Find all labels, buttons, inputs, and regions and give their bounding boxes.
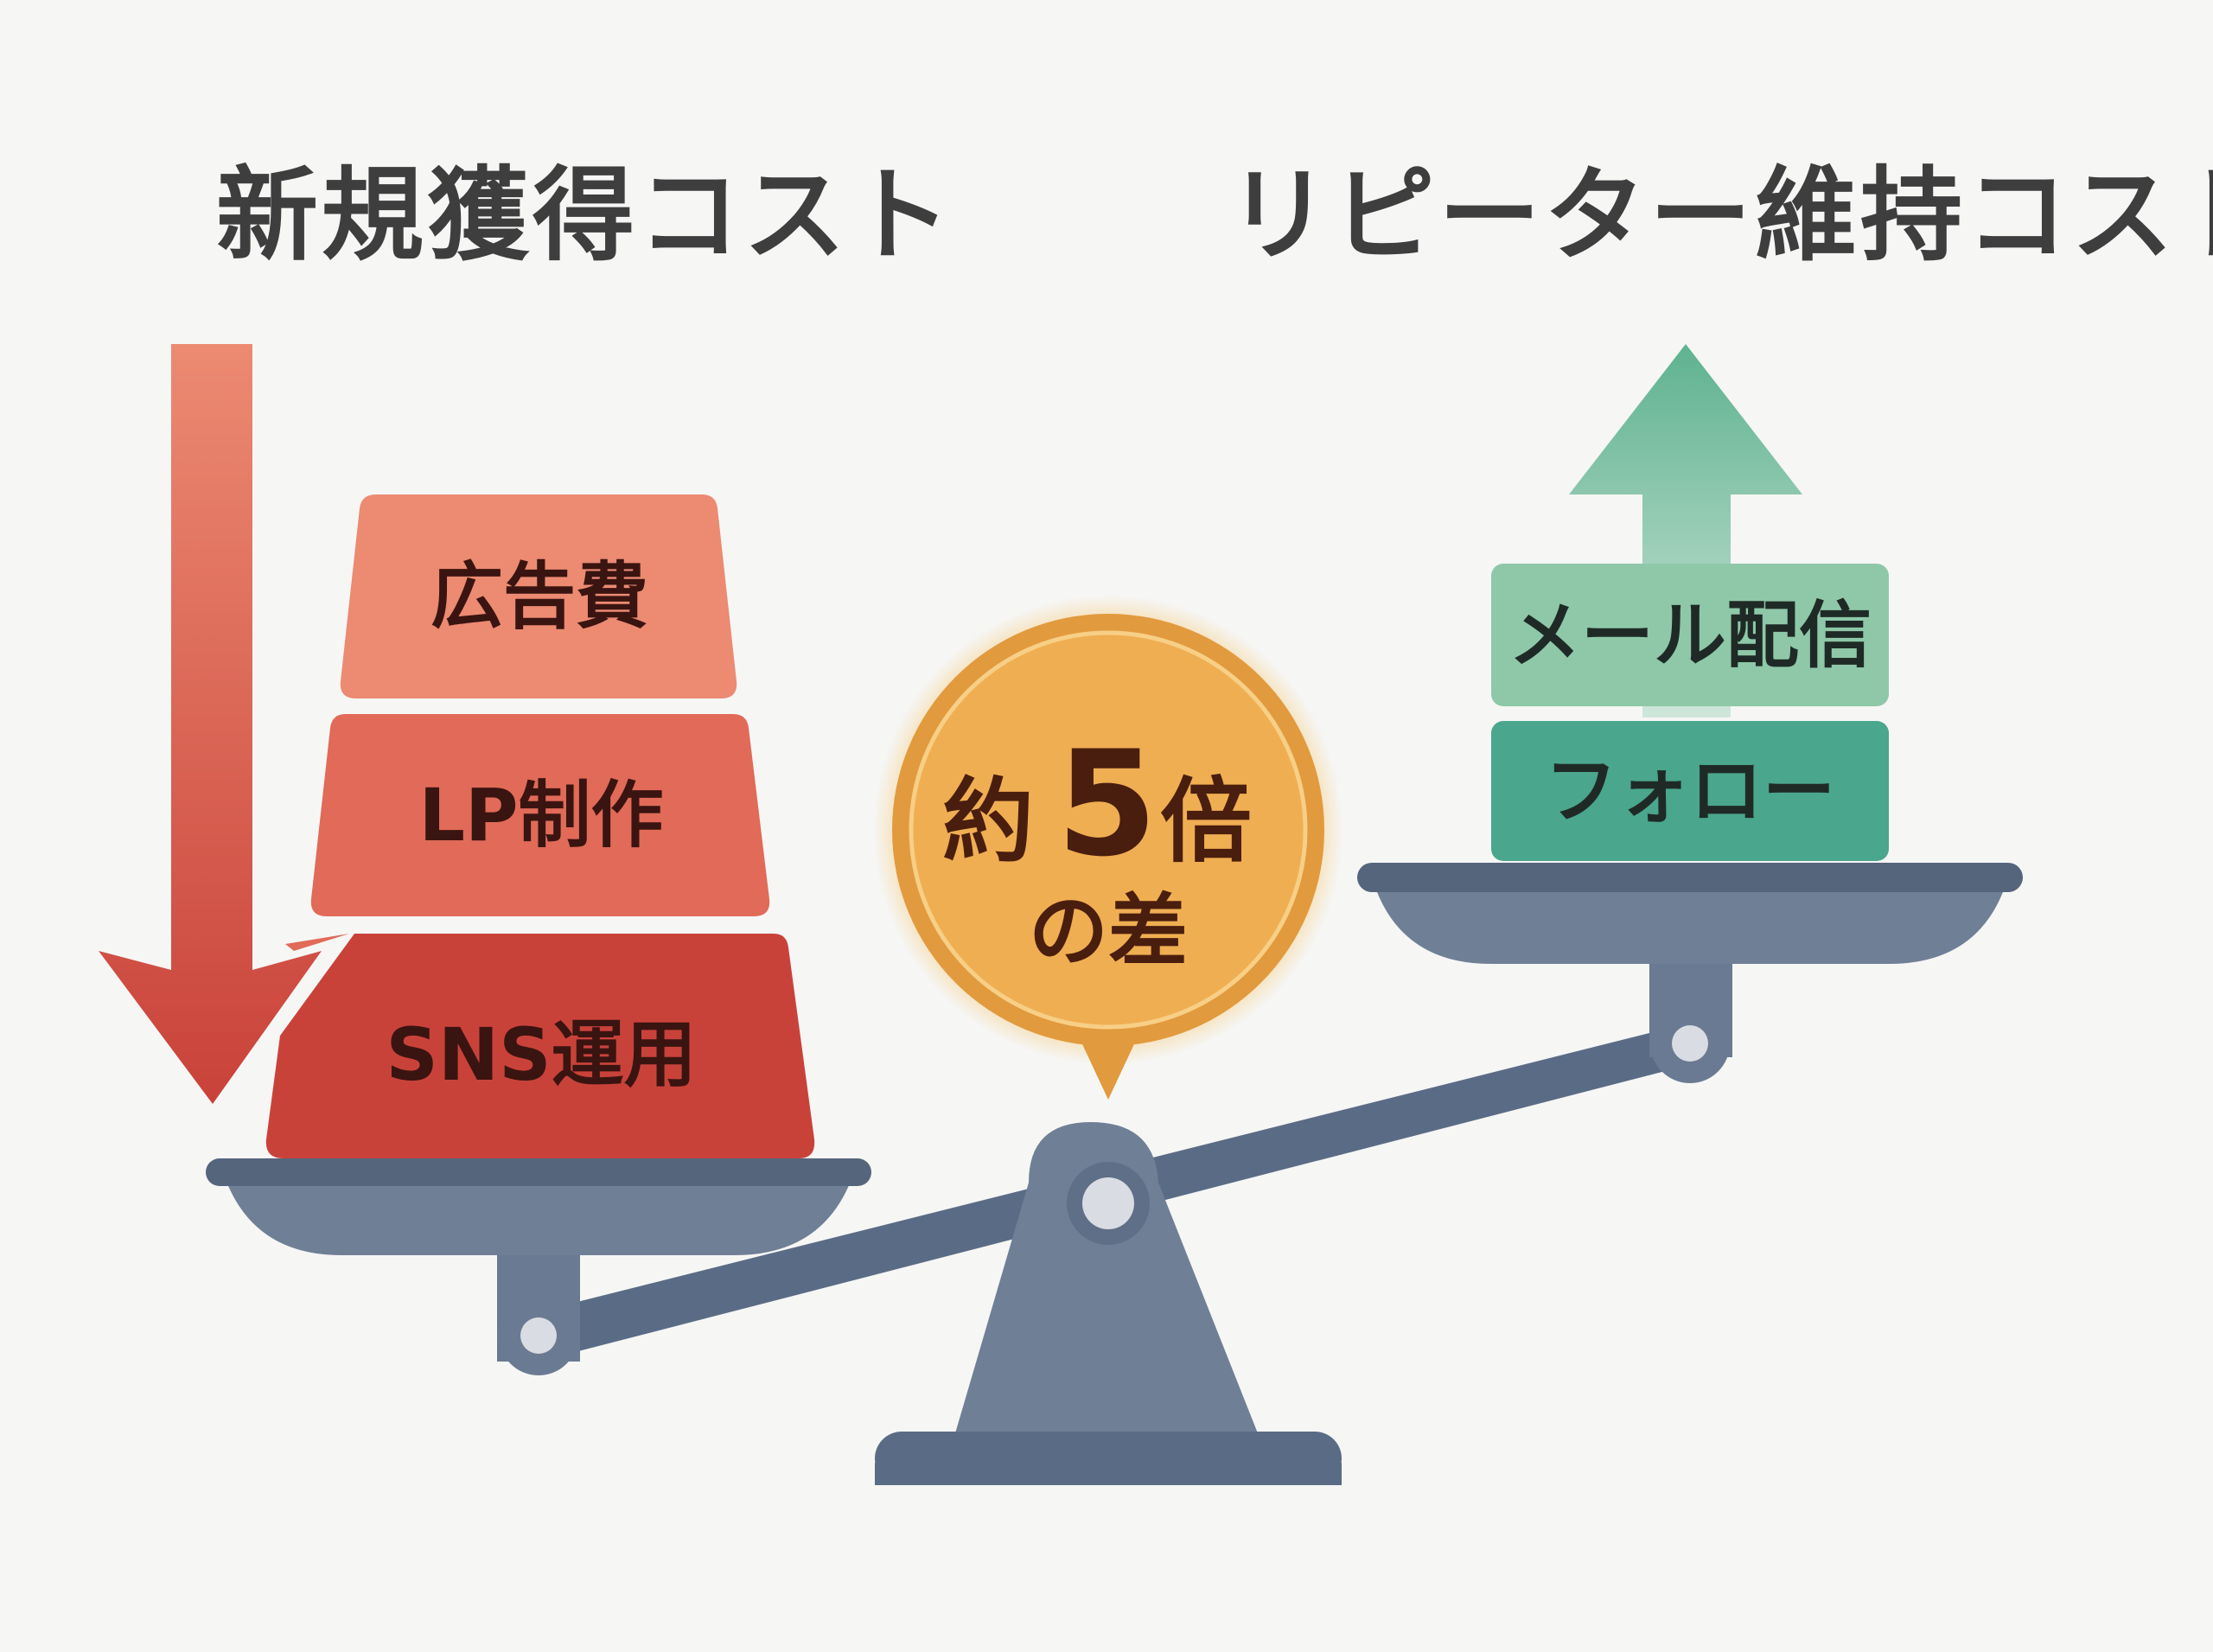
badge-inner xyxy=(909,630,1308,1030)
block-sns-label: SNS運用 xyxy=(386,1012,697,1097)
arrow-up-icon xyxy=(1569,344,1802,718)
scale-base-bottom xyxy=(875,1463,1342,1485)
left-pan-pivot xyxy=(520,1317,557,1354)
block-lp-label: LP制作 xyxy=(418,773,664,858)
block-sns-shape xyxy=(265,934,815,1158)
right-pan-bowl xyxy=(1374,885,2006,964)
badge-suffix: 倍 xyxy=(1160,769,1252,875)
title-new-acquisition-cost: 新規獲得コスト xyxy=(216,156,955,275)
badge-pointer xyxy=(1077,1033,1139,1100)
scale-center-pivot xyxy=(1082,1177,1134,1229)
block-lp-shape xyxy=(310,714,770,916)
left-pan-bowl xyxy=(223,1172,854,1255)
arrow-down-icon xyxy=(99,344,322,1104)
badge-sub: の差 xyxy=(1029,885,1189,978)
block-ad-label: 広告費 xyxy=(430,554,648,639)
block-ad-shape xyxy=(340,494,737,698)
badge-prefix: 約 xyxy=(942,769,1034,875)
block-mail-label: メール配信 xyxy=(1508,592,1872,678)
badge-number: 5 xyxy=(1056,719,1158,889)
title-repeater-retention-cost: リピーター維持コスト xyxy=(1228,156,2213,275)
block-follow-shape xyxy=(1491,721,1889,861)
scale-stand xyxy=(955,1122,1258,1433)
block-mail-shape xyxy=(1491,564,1889,706)
right-pan-pivot xyxy=(1672,1025,1708,1062)
block-sns-notch xyxy=(285,934,349,951)
right-pan-rim xyxy=(1357,863,2023,892)
block-follow-label: フォロー xyxy=(1544,749,1835,833)
left-pan-rim xyxy=(206,1158,871,1186)
